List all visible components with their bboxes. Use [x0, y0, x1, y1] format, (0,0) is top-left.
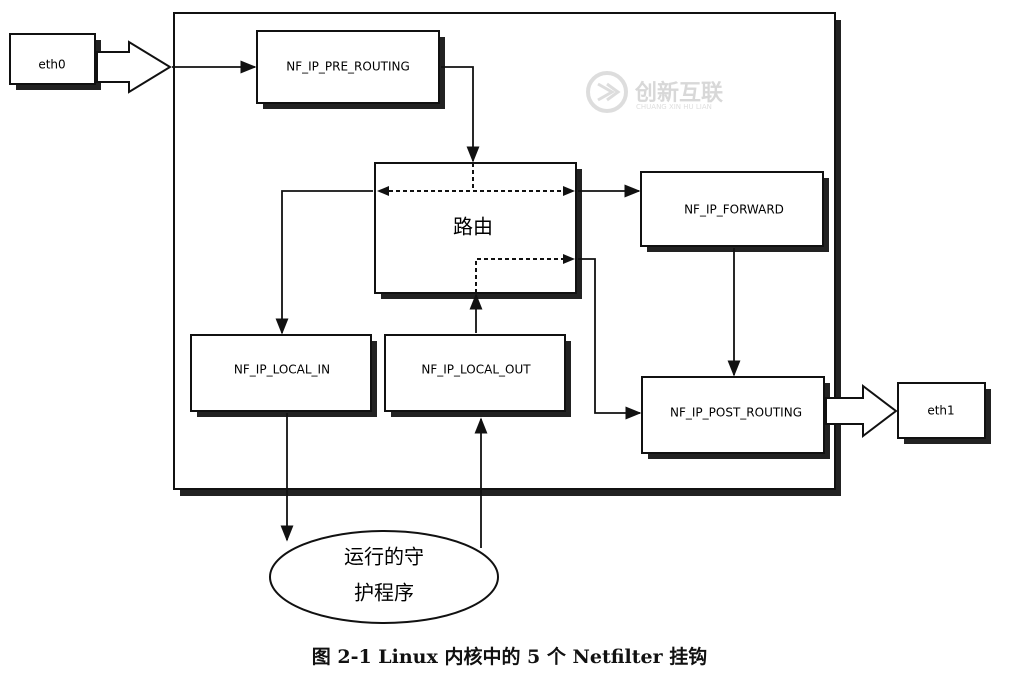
post-routing-box: NF_IP_POST_ROUTING	[641, 376, 830, 459]
process-ellipse: 运行的守 护程序	[269, 530, 499, 624]
dashed-local-out-path	[475, 258, 563, 293]
watermark-title: 创新互联	[634, 80, 723, 106]
dashed-head-left	[377, 186, 389, 196]
local-in-label: NF_IP_LOCAL_IN	[234, 363, 330, 377]
local-out-box: NF_IP_LOCAL_OUT	[384, 334, 571, 417]
local-out-label: NF_IP_LOCAL_OUT	[421, 363, 531, 377]
figure-caption: 图 2-1 Linux 内核中的 5 个 Netfilter 挂钩	[311, 646, 708, 668]
eth1-hollow-arrow	[825, 383, 898, 439]
process-label-line2: 护程序	[354, 581, 414, 605]
arrow-routing-to-post-routing	[578, 258, 642, 420]
routing-label: 路由	[453, 215, 493, 239]
eth0-box: eth0	[9, 33, 101, 90]
dashed-head-right-bottom	[563, 254, 575, 264]
pre-routing-label: NF_IP_PRE_ROUTING	[286, 60, 410, 74]
routing-internal-heads	[377, 186, 575, 264]
eth1-box: eth1	[897, 382, 991, 444]
arrow-pre-routing-to-routing	[441, 66, 480, 163]
routing-internal-paths	[389, 163, 563, 293]
watermark: 创新互联 CHUANG XIN HU LIAN	[586, 71, 723, 113]
connectors	[172, 60, 741, 548]
eth0-hollow-arrow	[96, 40, 172, 94]
forward-label: NF_IP_FORWARD	[684, 203, 784, 217]
routing-box: 路由	[374, 162, 582, 299]
watermark-logo-icon	[586, 71, 628, 113]
arrow-routing-to-local-in	[275, 190, 373, 335]
pre-routing-box: NF_IP_PRE_ROUTING	[256, 30, 445, 109]
eth1-label: eth1	[927, 404, 954, 418]
process-label-line1: 运行的守	[344, 545, 424, 569]
dashed-head-right-top	[563, 186, 575, 196]
watermark-subtitle: CHUANG XIN HU LIAN	[636, 103, 712, 111]
post-routing-label: NF_IP_POST_ROUTING	[670, 406, 802, 420]
forward-box: NF_IP_FORWARD	[640, 171, 829, 252]
eth0-label: eth0	[38, 58, 65, 72]
local-in-box: NF_IP_LOCAL_IN	[190, 334, 377, 417]
